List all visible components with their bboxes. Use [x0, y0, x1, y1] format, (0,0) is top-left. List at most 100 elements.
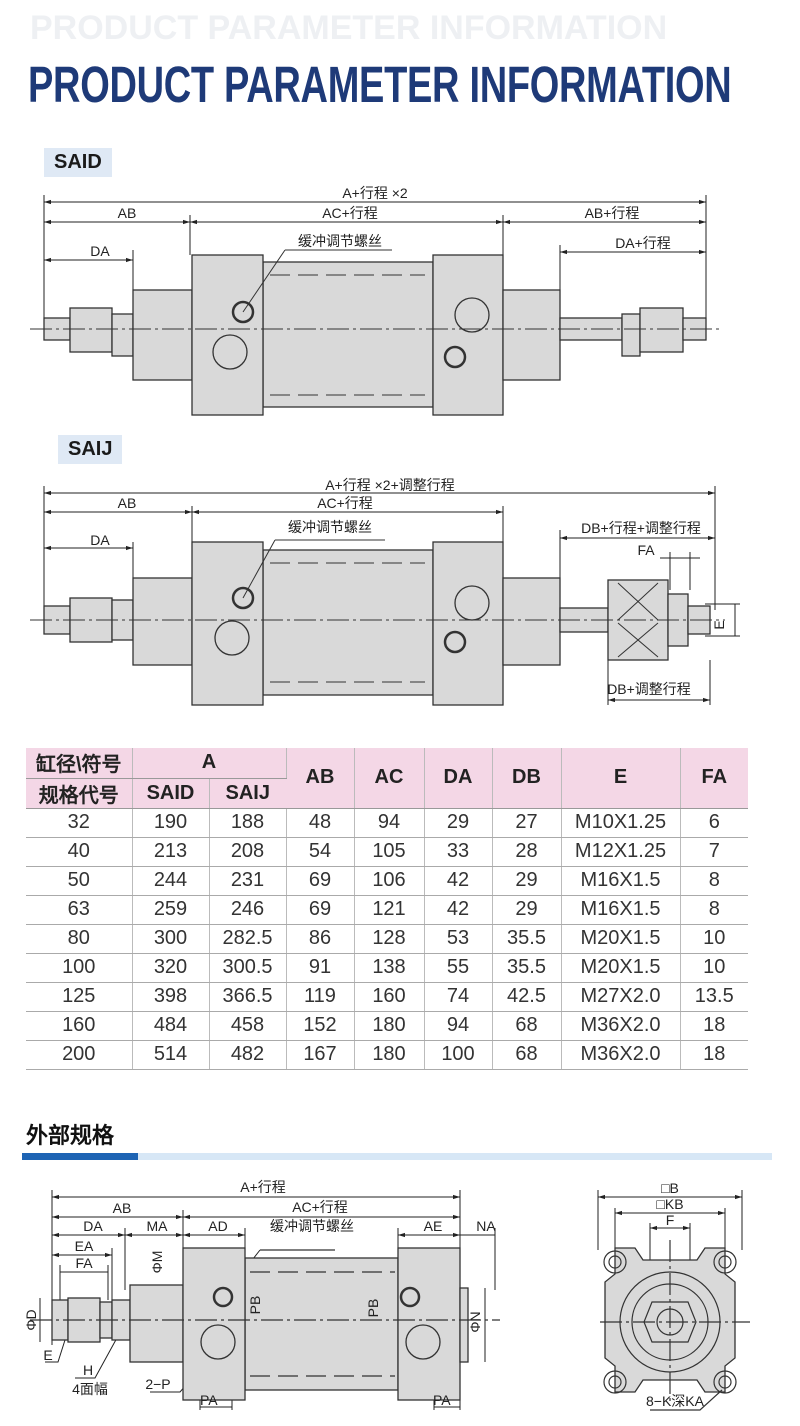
table-cell: 188 — [209, 808, 287, 838]
table-cell: 13.5 — [680, 982, 748, 1012]
dim-ma: MA — [147, 1218, 169, 1234]
section-title: 外部规格 — [26, 1123, 115, 1148]
dim-pb-left: PB — [247, 1296, 263, 1315]
table-cell: 190 — [132, 808, 210, 838]
table-cell: 10 — [680, 953, 748, 983]
table-cell: M36X2.0 — [561, 1040, 681, 1070]
cushion-label: 缓冲调节螺丝 — [298, 233, 382, 249]
header-a: A — [132, 748, 287, 779]
table-cell: 18 — [680, 1011, 748, 1041]
table-cell: 35.5 — [492, 953, 562, 983]
table-cell: 300.5 — [209, 953, 287, 983]
table-cell: 55 — [424, 953, 493, 983]
table-cell: 8 — [680, 866, 748, 896]
dim-port: 2−P — [145, 1376, 170, 1392]
table-cell: 8 — [680, 895, 748, 925]
said-tag: SAID — [44, 148, 112, 177]
table-cell: 6 — [680, 808, 748, 838]
dim-da-stroke: DA+行程 — [615, 235, 671, 251]
table-cell: 138 — [354, 953, 425, 983]
table-cell: 208 — [209, 837, 287, 867]
table-cell: 125 — [26, 982, 133, 1012]
table-cell: 244 — [132, 866, 210, 896]
table-cell: 246 — [209, 895, 287, 925]
table-cell: M12X1.25 — [561, 837, 681, 867]
header-fa: FA — [680, 748, 748, 809]
table-cell: 180 — [354, 1011, 425, 1041]
table-cell: M36X2.0 — [561, 1011, 681, 1041]
table-cell: 68 — [492, 1040, 562, 1070]
header-ab: AB — [286, 748, 355, 809]
table-cell: 128 — [354, 924, 425, 954]
table-cell: 32 — [26, 808, 133, 838]
dim-da: DA — [83, 1218, 103, 1234]
dim-db-adjust: DB+调整行程 — [607, 681, 691, 697]
table-cell: 398 — [132, 982, 210, 1012]
external-drawing: A+行程 AB AC+行程 DA MA AD 缓冲调节螺丝 AE NA EA F… — [23, 1179, 750, 1411]
dim-fa: FA — [75, 1255, 93, 1271]
table-cell: M16X1.5 — [561, 895, 681, 925]
dim-e: E — [43, 1347, 52, 1363]
table-cell: M16X1.5 — [561, 866, 681, 896]
table-cell: 366.5 — [209, 982, 287, 1012]
table-cell: 259 — [132, 895, 210, 925]
table-cell: 7 — [680, 837, 748, 867]
header-said: SAID — [132, 778, 210, 809]
table-cell: 40 — [26, 837, 133, 867]
dim-pa-left: PA — [200, 1392, 218, 1408]
dim-total: A+行程 — [240, 1179, 286, 1195]
table-cell: 54 — [286, 837, 355, 867]
table-cell: 48 — [286, 808, 355, 838]
dim-h: H — [83, 1362, 93, 1378]
table-cell: 300 — [132, 924, 210, 954]
saij-tag: SAIJ — [58, 435, 123, 464]
table-cell: 28 — [492, 837, 562, 867]
table-cell: M20X1.5 — [561, 953, 681, 983]
table-cell: 53 — [424, 924, 493, 954]
dim-ab: AB — [118, 495, 137, 511]
dim-total: A+行程 ×2+调整行程 — [325, 477, 455, 493]
table-cell: 42.5 — [492, 982, 562, 1012]
table-cell: 282.5 — [209, 924, 287, 954]
table-cell: 160 — [354, 982, 425, 1012]
dim-db: DB+行程+调整行程 — [581, 520, 701, 536]
table-cell: 50 — [26, 866, 133, 896]
table-cell: 152 — [286, 1011, 355, 1041]
dim-b: □B — [661, 1180, 679, 1196]
header-bore: 缸径\符号 — [26, 748, 133, 779]
dim-phi-d: ΦD — [23, 1309, 39, 1330]
header-saij: SAIJ — [209, 778, 286, 809]
table-cell: 68 — [492, 1011, 562, 1041]
page-title: PRODUCT PARAMETER INFORMATION — [28, 57, 732, 115]
dim-ac: AC+行程 — [292, 1199, 348, 1215]
table-cell: 33 — [424, 837, 493, 867]
section-bar-accent — [22, 1153, 138, 1160]
table-cell: 63 — [26, 895, 133, 925]
table-cell: 180 — [354, 1040, 425, 1070]
dim-ab: AB — [113, 1200, 132, 1216]
dim-kb: □KB — [656, 1196, 683, 1212]
table-cell: 106 — [354, 866, 425, 896]
dim-ae: AE — [424, 1218, 443, 1234]
dim-f: F — [666, 1212, 675, 1228]
dim-pb-right: PB — [365, 1299, 381, 1318]
table-cell: 119 — [286, 982, 355, 1012]
table-cell: 94 — [354, 808, 425, 838]
header-db: DB — [492, 748, 562, 809]
dim-e: E — [711, 620, 727, 629]
dim-phi-n: ΦN — [467, 1311, 483, 1332]
table-cell: 86 — [286, 924, 355, 954]
table-cell: 167 — [286, 1040, 355, 1070]
table-cell: 94 — [424, 1011, 493, 1041]
table-cell: M27X2.0 — [561, 982, 681, 1012]
table-cell: 18 — [680, 1040, 748, 1070]
dim-faces: 4面幅 — [72, 1381, 108, 1397]
table-cell: 42 — [424, 895, 493, 925]
table-cell: 458 — [209, 1011, 287, 1041]
dim-ab-stroke: AB+行程 — [585, 205, 640, 221]
